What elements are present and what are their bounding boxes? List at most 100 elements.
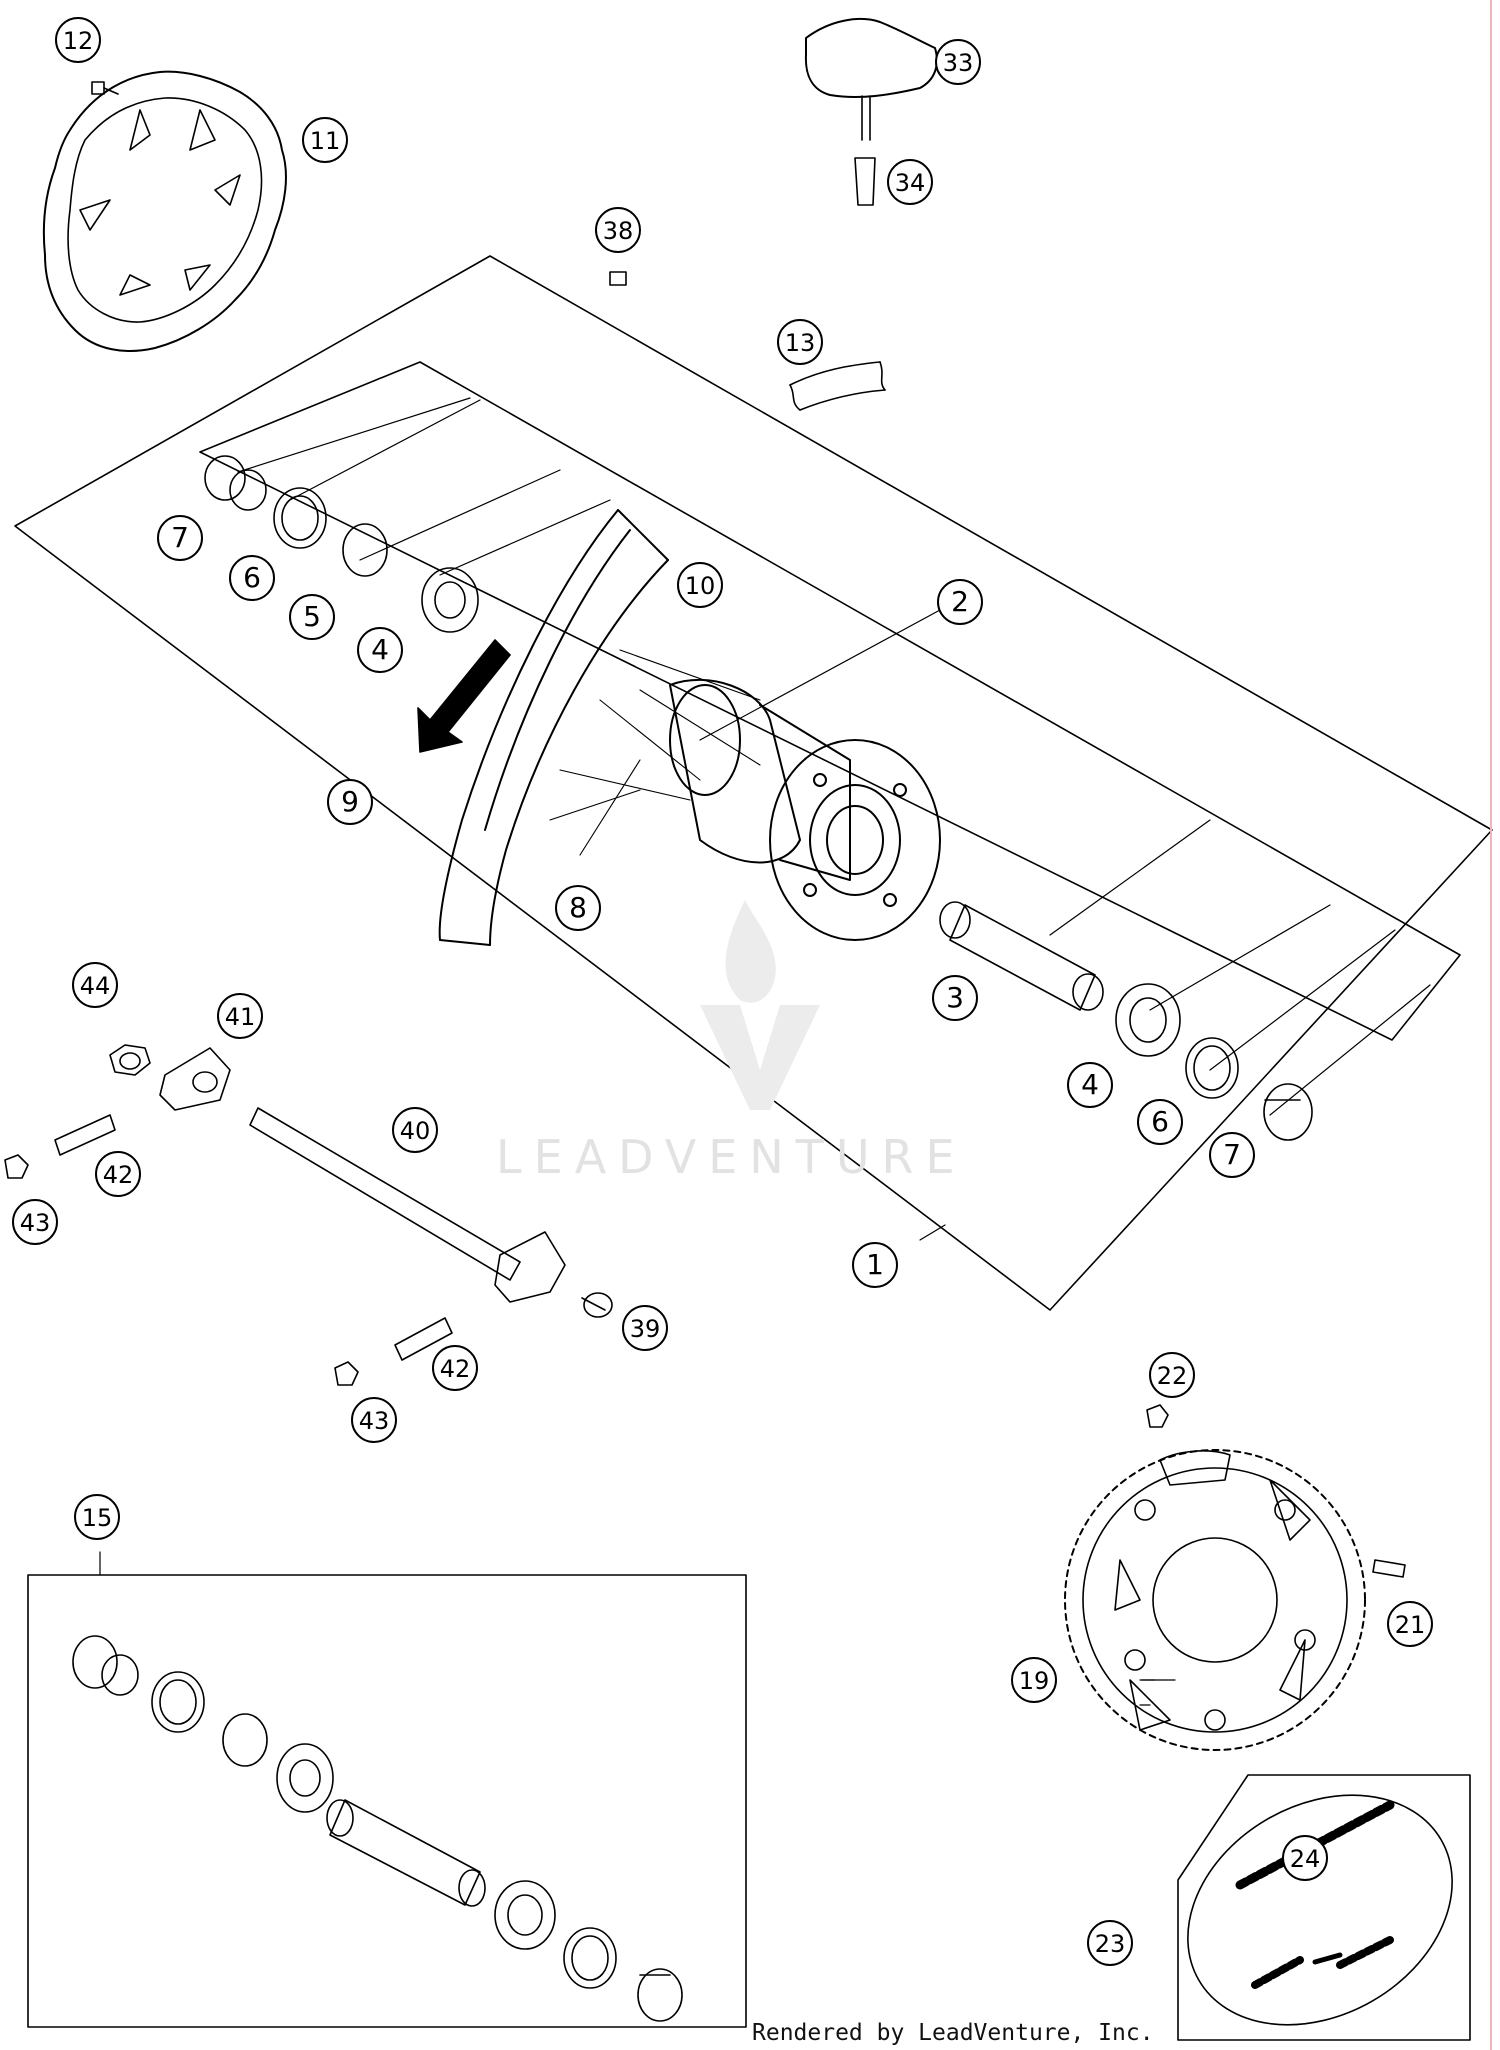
chain-kit-frame: [1177, 1774, 1471, 2041]
wheel-assembly-frame: [14, 255, 1493, 1311]
callout-19: 19: [1011, 1657, 1057, 1703]
hub-illustration: [669, 678, 941, 941]
callout-number: 7: [171, 521, 189, 554]
rim-band-illustration: [789, 361, 886, 411]
callout-circle: [74, 1494, 120, 1540]
callout-circle: [1011, 1657, 1057, 1703]
callout-circle: [555, 885, 601, 931]
callout-circle: [72, 962, 118, 1008]
callout-5: 5: [289, 594, 335, 640]
callout-number: 40: [400, 1117, 431, 1145]
callout-number: 19: [1019, 1667, 1050, 1695]
callout-number: 5: [303, 600, 321, 633]
callout-7: 7: [157, 515, 203, 561]
watermark-text: LEADVENTURE: [496, 1130, 967, 1184]
callout-4: 4: [1067, 1062, 1113, 1108]
callout-number: 3: [946, 981, 964, 1014]
callout-number: 38: [603, 217, 634, 245]
callout-circle: [432, 1345, 478, 1391]
rim-lock-illustration: [804, 17, 938, 206]
callout-circle: [887, 159, 933, 205]
callout-number: 2: [951, 585, 969, 618]
callout-circle: [932, 975, 978, 1021]
callout-circle: [289, 594, 335, 640]
callout-23: 23: [1087, 1920, 1133, 1966]
callout-number: 44: [80, 972, 111, 1000]
callout-circle: [1387, 1601, 1433, 1647]
callout-24: 24: [1282, 1835, 1328, 1881]
callout-circle: [1137, 1099, 1183, 1145]
callout-number: 11: [310, 127, 341, 155]
callout-3: 3: [932, 975, 978, 1021]
callout-number: 7: [1223, 1138, 1241, 1171]
callout-number: 43: [20, 1209, 51, 1237]
callout-11: 11: [302, 117, 348, 163]
callout-number: 39: [630, 1315, 661, 1343]
callout-40: 40: [392, 1107, 438, 1153]
callout-number: 6: [243, 561, 261, 594]
callout-number: 22: [1157, 1362, 1188, 1390]
callout-22: 22: [1149, 1352, 1195, 1398]
callout-7: 7: [1209, 1132, 1255, 1178]
left-bearing-stack: [204, 455, 479, 633]
callout-number: 10: [685, 572, 716, 600]
callout-circle: [1067, 1062, 1113, 1108]
callout-43: 43: [351, 1397, 397, 1443]
leader-lines: [99, 397, 1431, 1706]
sprocket-illustration: [1064, 1404, 1406, 1751]
callout-number: 6: [1151, 1105, 1169, 1138]
callout-number: 42: [440, 1355, 471, 1383]
callout-circle: [229, 555, 275, 601]
page-edge-line: [1490, 0, 1492, 2050]
callout-number: 4: [1081, 1068, 1099, 1101]
callout-circle: [302, 117, 348, 163]
callout-42: 42: [432, 1345, 478, 1391]
bearing-kit-parts: [72, 1635, 683, 2022]
right-bearing-stack: [939, 901, 1313, 1141]
callout-circle: [157, 515, 203, 561]
axle-hardware: [4, 1044, 613, 1386]
callout-circle: [12, 1199, 58, 1245]
callout-circle: [677, 562, 723, 608]
callout-9: 9: [327, 779, 373, 825]
disc-bolt-illustration: [91, 81, 119, 95]
callout-number: 23: [1095, 1930, 1126, 1958]
callout-circle: [1209, 1132, 1255, 1178]
rotation-arrow: [417, 639, 511, 753]
callout-number: 12: [63, 27, 94, 55]
callout-33: 33: [935, 39, 981, 85]
callout-number: 41: [225, 1003, 256, 1031]
callout-number: 13: [785, 329, 816, 357]
callout-number: 21: [1395, 1611, 1426, 1639]
callout-circle: [937, 579, 983, 625]
valve-cap-illustration: [609, 271, 627, 286]
callout-43: 43: [12, 1199, 58, 1245]
callout-circle: [1087, 1920, 1133, 1966]
callout-number: 8: [569, 891, 587, 924]
callout-circle: [357, 627, 403, 673]
callout-circle: [351, 1397, 397, 1443]
callout-41: 41: [217, 993, 263, 1039]
callout-circle: [95, 1151, 141, 1197]
rim-illustration: [438, 509, 669, 946]
callout-circle: [217, 993, 263, 1039]
callout-circle: [935, 39, 981, 85]
callout-6: 6: [229, 555, 275, 601]
callout-circle: [852, 1242, 898, 1288]
callout-number: 24: [1290, 1845, 1321, 1873]
credit-text: Rendered by LeadVenture, Inc.: [752, 2020, 1154, 2046]
callout-44: 44: [72, 962, 118, 1008]
callout-number: 1: [866, 1248, 884, 1281]
callout-34: 34: [887, 159, 933, 205]
callout-circle: [1149, 1352, 1195, 1398]
spokes: [549, 649, 761, 856]
callout-circle: [595, 207, 641, 253]
watermark-logo: [700, 900, 820, 1110]
callout-circle: [392, 1107, 438, 1153]
callout-1: 1: [852, 1242, 898, 1288]
bearing-kit-frame: [27, 1574, 747, 2028]
callout-15: 15: [74, 1494, 120, 1540]
bearing-group-frame: [199, 361, 1461, 1041]
callout-number: 42: [103, 1161, 134, 1189]
